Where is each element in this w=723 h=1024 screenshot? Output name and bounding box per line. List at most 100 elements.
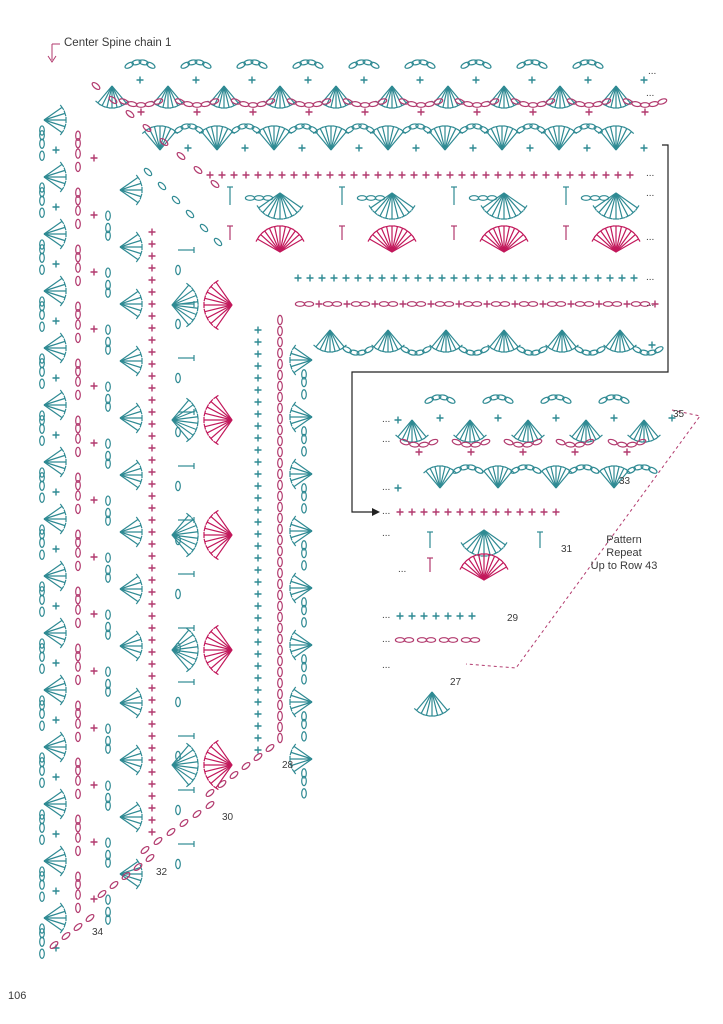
chain-stitch — [387, 301, 399, 307]
double-crochet-top — [103, 106, 110, 109]
double-crochet-top — [59, 332, 65, 339]
double-crochet — [615, 228, 628, 253]
chain-stitch — [407, 101, 418, 108]
double-crochet-top — [139, 636, 143, 643]
double-crochet — [43, 347, 66, 356]
double-crochet — [293, 460, 313, 475]
single-crochet — [254, 578, 262, 586]
chain-stitch — [657, 98, 668, 105]
double-crochet-top — [63, 908, 67, 915]
double-crochet-top — [205, 659, 210, 666]
double-crochet-top — [628, 129, 635, 135]
chain-stitch — [75, 205, 81, 216]
chain-stitch — [349, 349, 360, 356]
double-crochet — [489, 329, 505, 348]
double-crochet-top — [289, 705, 293, 712]
chain-stitch — [205, 788, 215, 798]
double-crochet — [119, 645, 142, 654]
chain-stitch — [594, 61, 604, 69]
chain-stitch — [75, 757, 81, 768]
double-crochet-top — [59, 699, 65, 706]
double-crochet-top — [205, 774, 210, 781]
chain-stitch — [159, 137, 169, 147]
double-crochet-top — [289, 363, 293, 370]
double-crochet-top — [491, 554, 498, 559]
double-crochet — [293, 574, 313, 589]
double-crochet — [274, 85, 281, 108]
chain-stitch — [39, 700, 45, 711]
chain-stitch — [519, 101, 530, 108]
double-crochet — [609, 329, 621, 350]
chain-stitch — [415, 301, 427, 307]
chain-stitch — [75, 529, 81, 540]
chain-stitch — [574, 301, 586, 307]
double-crochet-top — [135, 231, 141, 238]
double-crochet — [439, 470, 455, 489]
double-crochet-top — [510, 103, 517, 108]
chain-stitch — [138, 59, 149, 66]
chain-stitch — [39, 138, 45, 149]
double-crochet-top — [423, 714, 430, 717]
single-crochet — [511, 300, 519, 308]
double-crochet — [171, 761, 198, 766]
double-crochet — [43, 632, 66, 641]
chain-stitch — [562, 396, 572, 404]
chain-stitch — [39, 353, 45, 364]
chain-stitch — [140, 845, 150, 855]
chain-stitch — [422, 125, 432, 134]
double-crochet-top — [484, 210, 490, 215]
double-crochet-top — [59, 756, 65, 763]
double-crochet — [615, 192, 629, 217]
double-crochet — [391, 85, 407, 104]
double-crochet-top — [382, 216, 389, 220]
chain-stitch — [447, 637, 459, 643]
chain-stitch — [75, 365, 81, 377]
double-crochet-top — [543, 466, 550, 471]
chain-stitch — [470, 441, 481, 448]
row-number-34: 34 — [92, 927, 104, 938]
double-crochet-top — [418, 437, 425, 442]
double-crochet-top — [412, 236, 417, 242]
double-crochet-top — [190, 432, 196, 438]
double-crochet — [493, 329, 505, 350]
chain-stitch — [545, 98, 556, 105]
double-crochet — [210, 649, 233, 669]
chain-stitch — [416, 637, 428, 643]
chain-stitch — [75, 262, 81, 273]
double-crochet — [381, 85, 393, 106]
chain-stitch — [75, 536, 81, 548]
double-crochet — [555, 470, 571, 489]
double-crochet-top — [547, 465, 554, 468]
double-crochet-top — [394, 225, 401, 228]
single-crochet — [254, 326, 262, 334]
double-crochet-top — [518, 210, 524, 215]
double-crochet — [501, 131, 518, 151]
single-crochet — [148, 552, 156, 560]
chain-stitch — [39, 765, 45, 776]
single-crochet — [148, 516, 156, 524]
chain-stitch — [583, 301, 595, 307]
single-crochet — [52, 545, 60, 553]
chain-stitch — [105, 609, 111, 620]
double-crochet — [598, 192, 617, 213]
double-crochet — [43, 682, 66, 691]
double-crochet-top — [479, 236, 484, 242]
chain-stitch — [314, 61, 324, 69]
double-crochet-top — [203, 768, 207, 775]
chain-stitch — [513, 441, 524, 448]
single-crochet — [483, 300, 491, 308]
double-crochet — [43, 391, 63, 406]
chain-stitch — [105, 914, 111, 925]
chain-stitch — [538, 346, 548, 354]
double-crochet-top — [606, 216, 613, 220]
single-crochet — [254, 590, 262, 598]
chain-stitch — [277, 600, 283, 612]
chain-stitch — [428, 438, 439, 446]
chain-stitch — [131, 59, 142, 66]
double-crochet — [43, 803, 63, 818]
single-crochet — [394, 416, 402, 424]
double-crochet — [468, 558, 485, 581]
single-crochet — [254, 638, 262, 646]
double-crochet-top — [383, 106, 390, 109]
chain-stitch — [277, 435, 283, 447]
